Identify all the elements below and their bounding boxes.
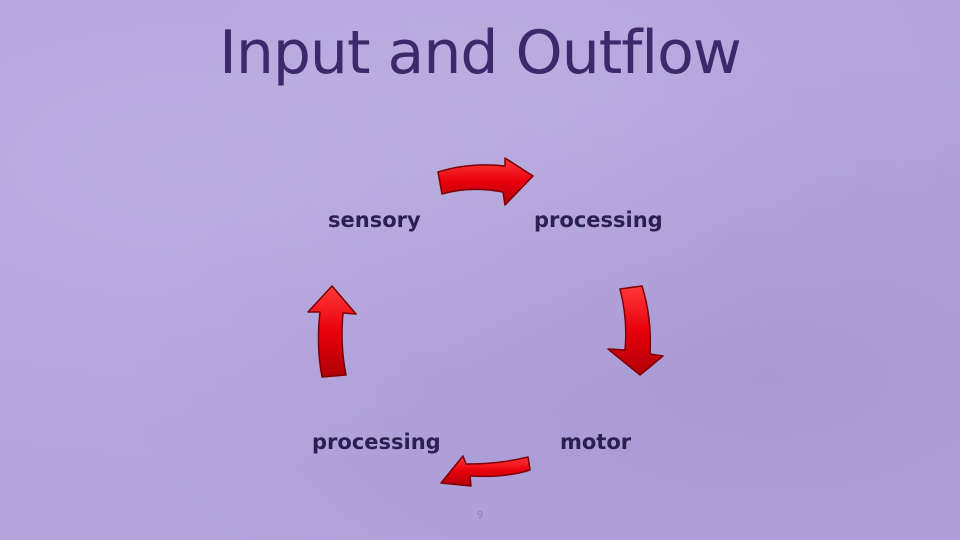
slide-title: Input and Outflow xyxy=(219,18,742,88)
arrow-motor-to-processing xyxy=(440,455,531,487)
page-number: 9 xyxy=(476,510,484,521)
node-motor: motor xyxy=(560,430,632,454)
node-processing-top: processing xyxy=(534,208,663,232)
node-processing-bottom: processing xyxy=(312,430,441,454)
arrow-sensory-to-processing xyxy=(437,157,534,206)
arrow-processing-to-sensory xyxy=(307,285,357,378)
arrow-processing-to-motor xyxy=(607,285,664,376)
node-sensory: sensory xyxy=(328,208,421,232)
